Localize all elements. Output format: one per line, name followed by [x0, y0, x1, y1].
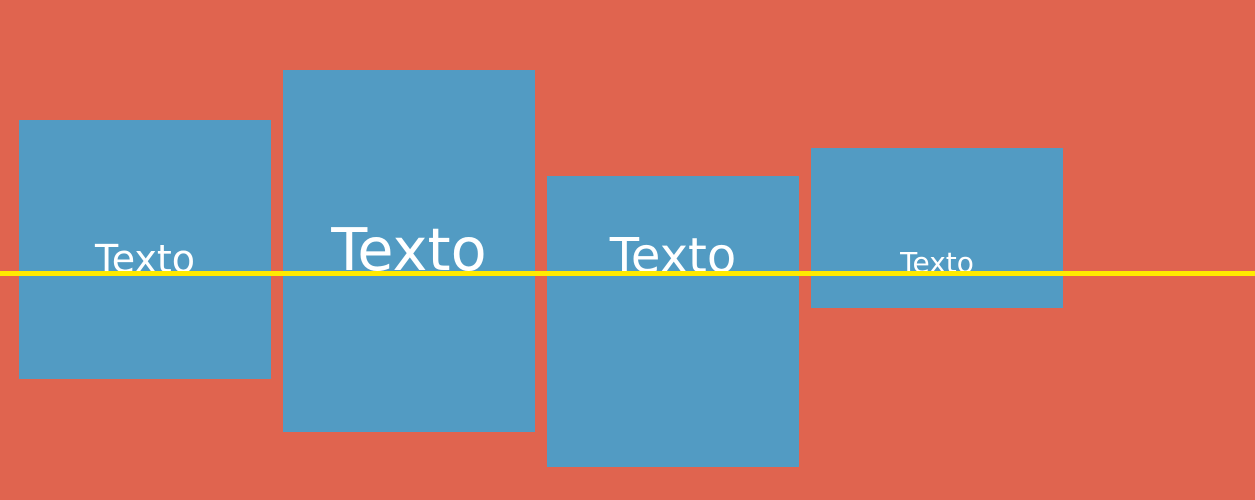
text-box-3: Texto — [547, 176, 799, 467]
text-box-1: Texto — [19, 120, 271, 379]
baseline-guide-line — [0, 271, 1255, 276]
text-box-2: Texto — [283, 70, 535, 432]
box-label: Texto — [331, 215, 487, 284]
text-box-4: Texto — [811, 148, 1063, 308]
